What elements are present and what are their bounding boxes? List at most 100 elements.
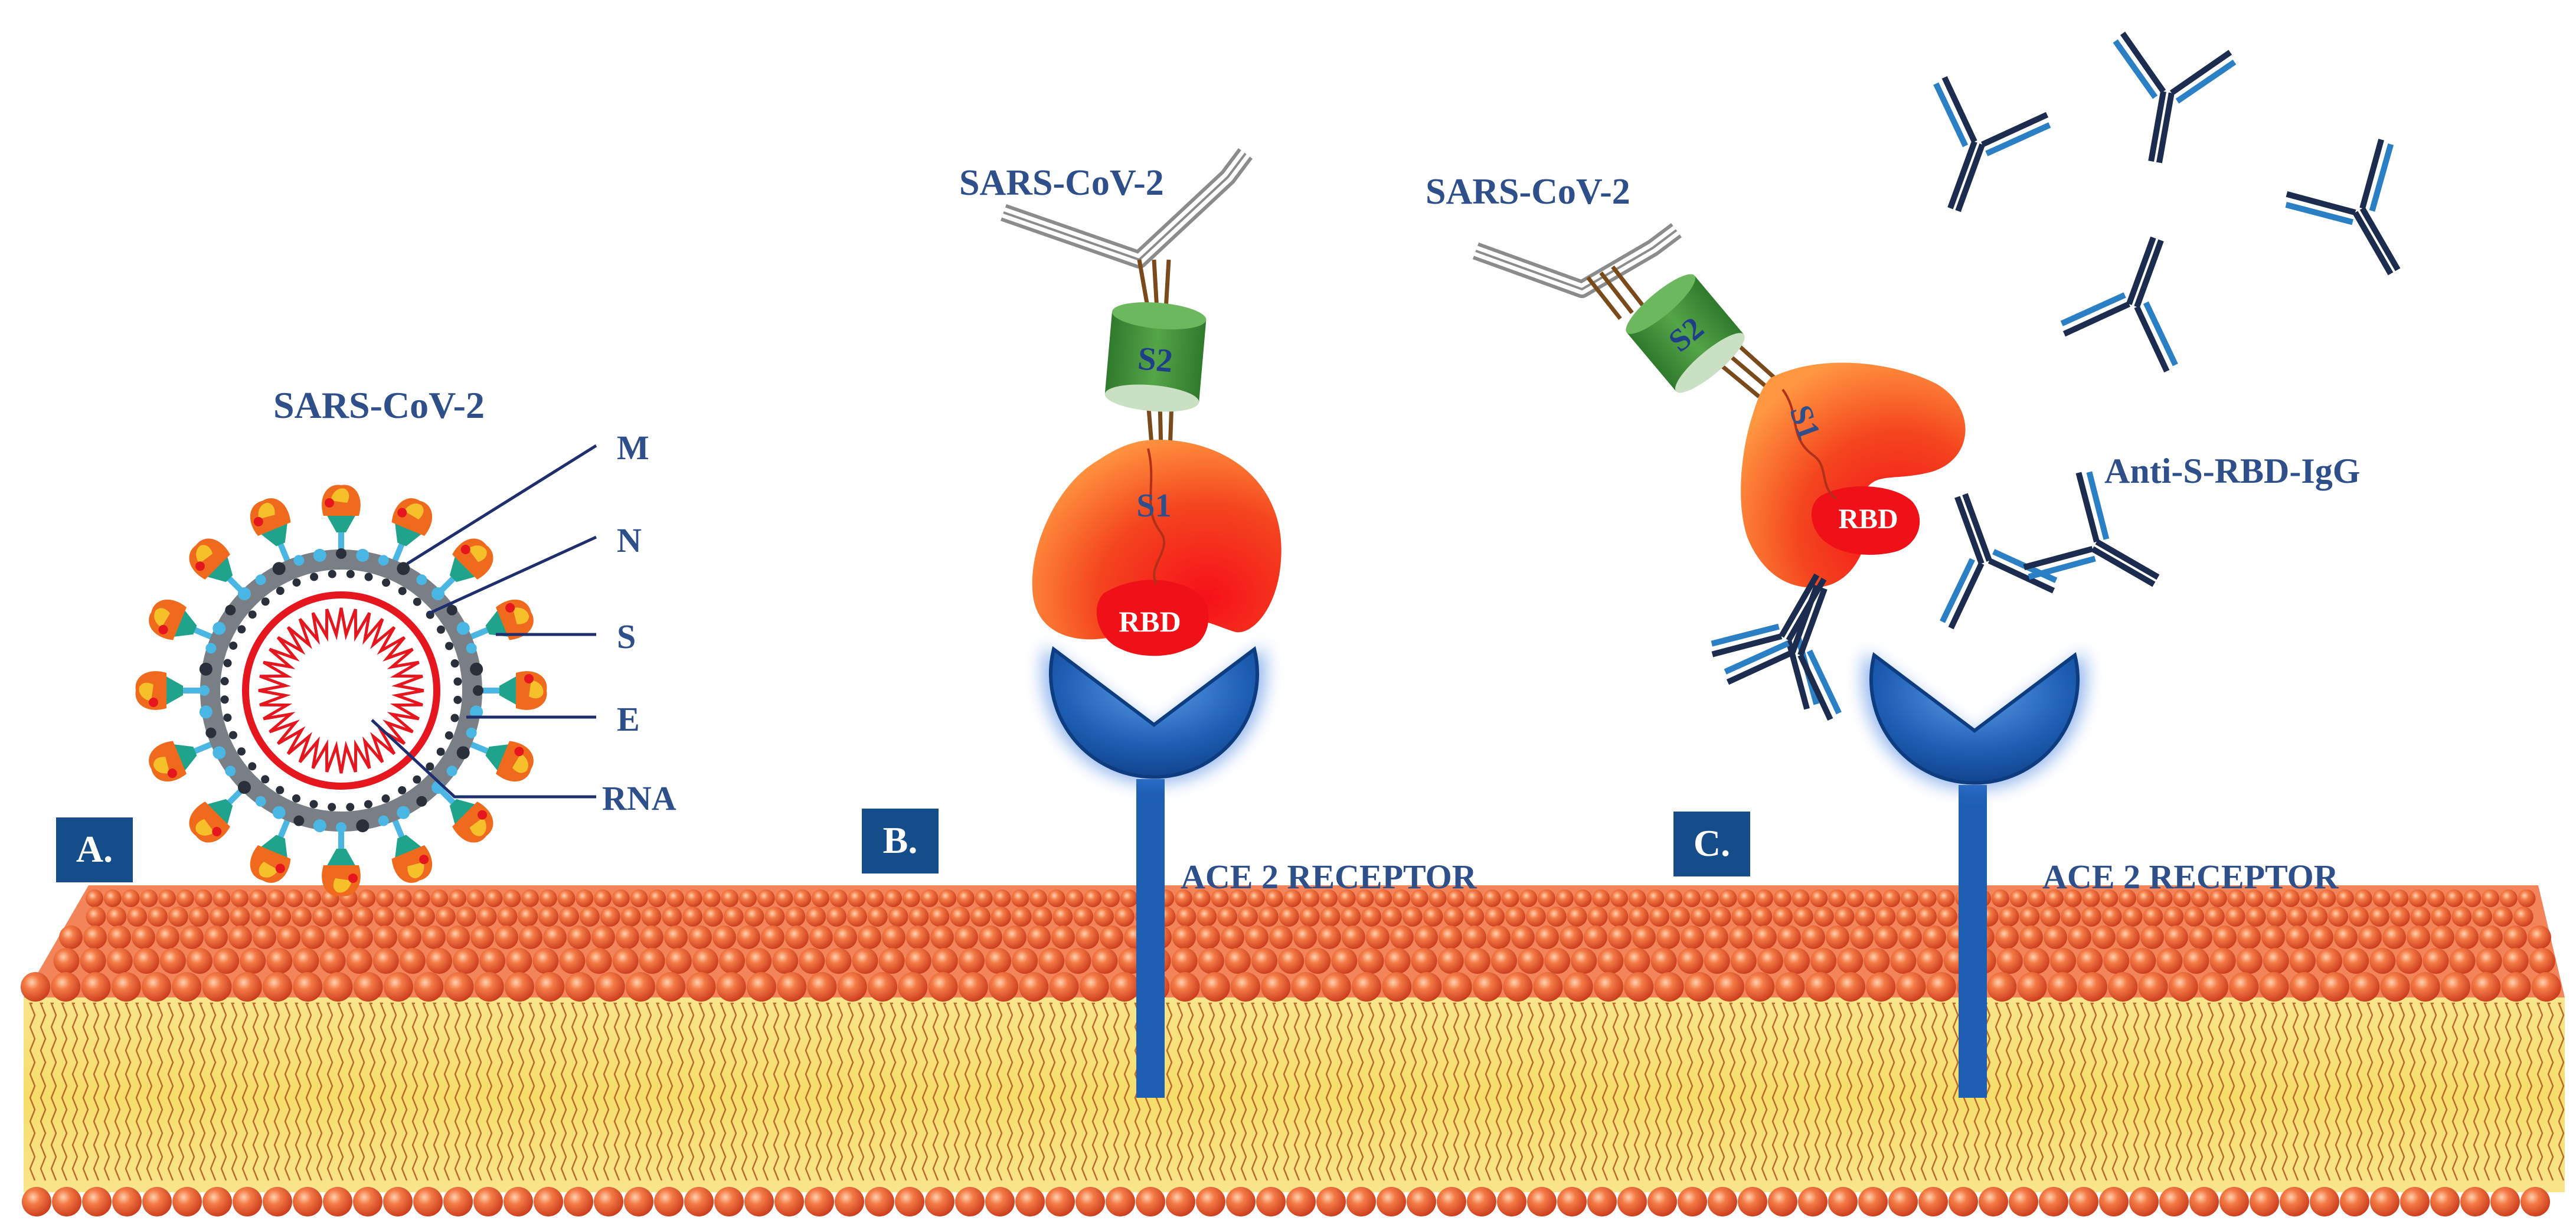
lipid-head [2358, 925, 2382, 949]
lipid-head [158, 889, 176, 907]
lipid-head [1560, 925, 1583, 949]
lipid-head [1316, 1187, 1346, 1216]
lipid-tail [1028, 1002, 1035, 1181]
receptor-stalk [1136, 779, 1165, 1098]
lipid-tail [1952, 1002, 1959, 1181]
rbd-c [1811, 486, 1920, 555]
envelope-protein [328, 803, 336, 812]
lipid-head [898, 972, 928, 1002]
lipid-tail [1697, 1002, 1704, 1181]
lipid-head [2328, 907, 2349, 927]
lipid-head [2050, 948, 2077, 974]
lipid-head [719, 948, 746, 974]
lipid-head [958, 948, 985, 974]
lipid-head [626, 972, 655, 1002]
lipid-tail [1835, 1002, 1842, 1181]
lipid-head [1610, 889, 1628, 907]
lipid-head [868, 972, 897, 1002]
lipid-tail [2207, 1002, 2214, 1181]
envelope-protein [456, 621, 470, 635]
lipid-head [2410, 907, 2431, 927]
nucleocapsid-ring [242, 591, 440, 790]
lipid-head [504, 1187, 533, 1216]
lipid-tail [1623, 1002, 1630, 1181]
lipid-head [702, 907, 723, 927]
lipid-tail [1601, 1002, 1609, 1181]
lipid-head [723, 907, 744, 927]
lipid-tail [2345, 1002, 2352, 1181]
lipid-tail [2143, 1002, 2150, 1181]
lipid-head [702, 889, 721, 907]
lipid-tail [1825, 1002, 1832, 1181]
virion-title: SARS-CoV-2 [273, 384, 485, 426]
lipid-head [2451, 907, 2472, 927]
lipid-head [325, 925, 349, 949]
lipid-head [2320, 972, 2349, 1002]
lipid-tail [1941, 1002, 1949, 1181]
lipid-head [1864, 948, 1890, 974]
lipid-head [716, 972, 746, 1002]
lipid-head [209, 907, 230, 927]
lipid-head [1647, 1187, 1677, 1216]
lipid-head [1802, 925, 1825, 949]
lipid-head [1170, 972, 1200, 1002]
lipid-head [630, 889, 648, 907]
lipid-head [1597, 948, 1624, 974]
lipid-tail [71, 1002, 79, 1181]
lipid-tail [1782, 1002, 1789, 1181]
lipid-head [1850, 925, 1874, 949]
lipid-tail [975, 1002, 982, 1181]
lipid-head [2316, 948, 2343, 974]
lipid-head [1544, 948, 1571, 974]
lipid-tail [2111, 1002, 2119, 1181]
lipid-head [1464, 907, 1485, 927]
lipid-head [2009, 889, 2028, 907]
lipid-head [2019, 925, 2043, 949]
lipid-head [975, 889, 993, 907]
lipid-head [319, 948, 346, 974]
lipid-head [228, 925, 252, 949]
lipid-tail [2303, 1002, 2310, 1181]
lipid-head [1684, 972, 1714, 1002]
lipid-tail [1410, 1002, 1417, 1181]
lipid-head [1238, 907, 1258, 927]
lipid-head [1102, 889, 1120, 907]
envelope-protein [255, 796, 266, 807]
lipid-head [266, 948, 293, 974]
lipid-head [1490, 948, 1517, 974]
lipid-head [2199, 972, 2228, 1002]
lipid-head [624, 1187, 653, 1216]
lipid-head [1678, 1187, 1707, 1216]
lipid-head [567, 925, 591, 949]
receptor-stalk [1959, 785, 1987, 1098]
lipid-head [1768, 1187, 1797, 1216]
lipid-head [358, 889, 376, 907]
lipid-head [147, 907, 168, 927]
lipid-head [1224, 948, 1251, 974]
lipid-tail [2090, 1002, 2097, 1181]
spike-protein [322, 485, 361, 555]
lipid-tail [666, 1002, 674, 1181]
lipid-head [2069, 1187, 2098, 1216]
lipid-head [1826, 925, 1849, 949]
lipid-head [159, 948, 186, 974]
lipid-tail [2228, 1002, 2235, 1181]
lipid-tail [1633, 1002, 1640, 1181]
lipid-head [1775, 972, 1805, 1002]
lipid-tail [2080, 1002, 2087, 1181]
lipid-head [474, 972, 504, 1002]
lipid-head [1813, 907, 1834, 927]
lipid-head [908, 907, 929, 927]
lipid-tail [1346, 1002, 1354, 1181]
lipid-tail [1378, 1002, 1385, 1181]
lipid-tail [550, 1002, 557, 1181]
lipid-head [1079, 972, 1109, 1002]
lipid-head [52, 1187, 81, 1216]
lipid-head [837, 972, 867, 1002]
lipid-head [772, 948, 799, 974]
lipid-head [1286, 1187, 1316, 1216]
lipid-tail [50, 1002, 57, 1181]
lipid-head [1525, 907, 1546, 927]
lipid-head [293, 972, 323, 1002]
lipid-tail [146, 1002, 153, 1181]
